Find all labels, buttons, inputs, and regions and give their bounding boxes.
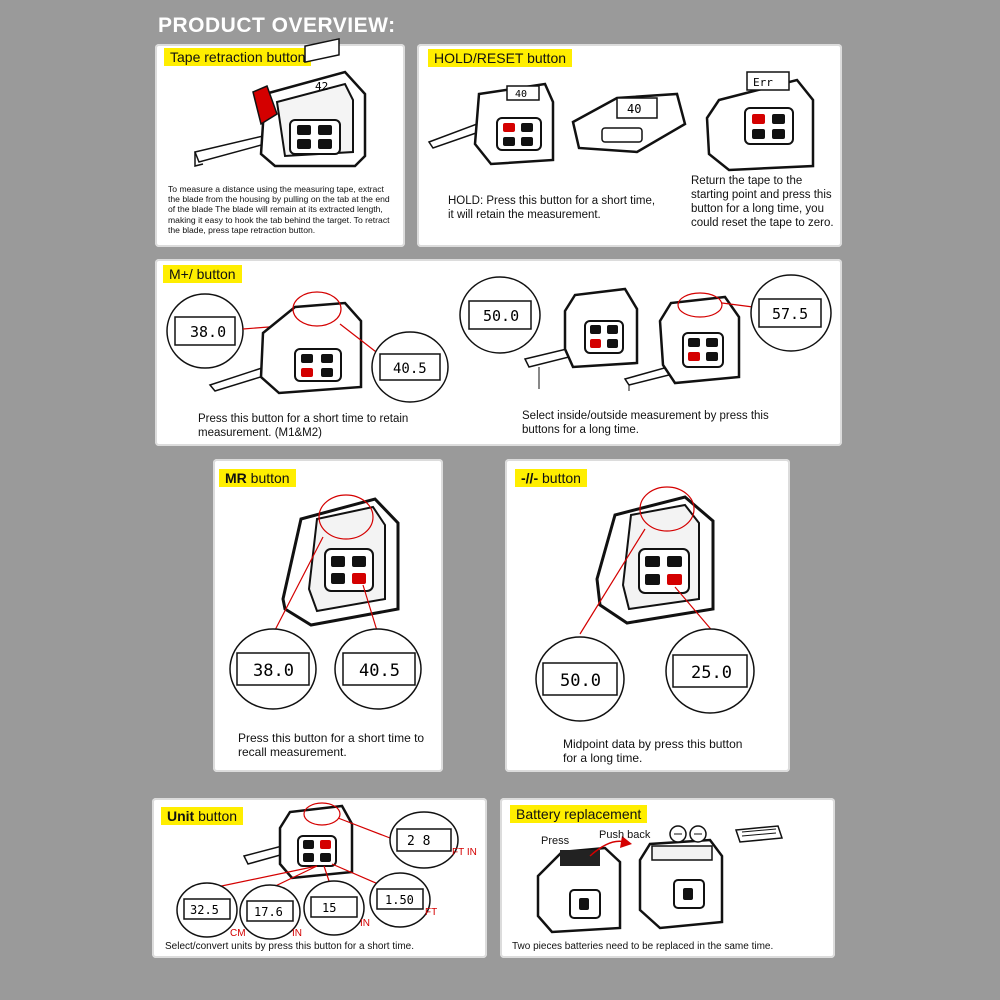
unit-lcd-in2: 15 bbox=[322, 901, 336, 915]
reset-description: Return the tape to the starting point an… bbox=[691, 175, 834, 229]
unit-label-ft: FT bbox=[425, 907, 438, 918]
panel-unit: Unit button 2 8 32.5 17.6 15 1.50 FT IN … bbox=[152, 798, 487, 958]
panel-mplus: M+/ button 38.0 40.5 50.0 bbox=[155, 259, 842, 446]
mplus-lcd-inside: 50.0 bbox=[483, 307, 519, 325]
battery-description: Two pieces batteries need to be replaced… bbox=[512, 941, 774, 952]
unit-label-ftin: FT IN bbox=[452, 847, 477, 858]
mr-description: Press this button for a short time to re… bbox=[238, 731, 425, 759]
unit-label-in: IN bbox=[292, 928, 302, 939]
mplus-lcd-outside: 57.5 bbox=[772, 305, 808, 323]
mr-lcd-left: 38.0 bbox=[253, 661, 294, 681]
mplus-illustration: 38.0 40.5 50.0 bbox=[166, 274, 832, 403]
midpoint-illustration: 50.0 25.0 bbox=[535, 486, 755, 722]
mr-illustration: 38.0 40.5 bbox=[229, 494, 422, 710]
unit-lcd-cm: 32.5 bbox=[190, 903, 219, 917]
unit-description: Select/convert units by press this butto… bbox=[165, 941, 415, 952]
midpoint-description: Midpoint data by press this button for a… bbox=[563, 737, 743, 765]
hold-description: HOLD: Press this button for a short time… bbox=[448, 195, 656, 221]
hold-lcd-3: Err bbox=[753, 76, 773, 89]
tape-measure-illustration: 42 bbox=[193, 37, 367, 168]
panel-midpoint: -//- button 50.0 25.0 Midpoint data by p… bbox=[505, 459, 790, 772]
mplus-lcd-left: 38.0 bbox=[190, 323, 226, 341]
midpoint-lcd-right: 25.0 bbox=[691, 663, 732, 683]
tape-retraction-description: To measure a distance using the measurin… bbox=[168, 184, 390, 235]
tape-retraction-title: Tape retraction button bbox=[164, 48, 312, 66]
mplus-title: M+/ button bbox=[163, 265, 242, 283]
midpoint-symbol-icon: -//- bbox=[521, 470, 539, 486]
unit-label-cm: CM bbox=[230, 928, 246, 939]
unit-lcd-ft: 1.50 bbox=[385, 893, 414, 907]
unit-title: Unit button bbox=[161, 807, 244, 825]
panel-tape-retraction: Tape retraction button 42 To measure a d… bbox=[155, 37, 405, 247]
mr-title: MR button bbox=[219, 469, 296, 487]
battery-illustration bbox=[536, 825, 784, 934]
mr-lcd-right: 40.5 bbox=[359, 661, 400, 681]
unit-illustration: 2 8 32.5 17.6 15 1.50 bbox=[176, 802, 459, 940]
hold-lcd-2: 40 bbox=[627, 102, 641, 116]
unit-lcd-in: 17.6 bbox=[254, 905, 283, 919]
battery-title: Battery replacement bbox=[510, 805, 648, 823]
midpoint-title: -//- button bbox=[515, 469, 587, 487]
battery-label-press: Press bbox=[541, 835, 570, 847]
hold-illustration: 40 40 Err bbox=[427, 71, 815, 172]
mplus-lcd-right: 40.5 bbox=[393, 361, 427, 377]
midpoint-lcd-left: 50.0 bbox=[560, 671, 601, 691]
hold-lcd-1: 40 bbox=[515, 89, 527, 100]
page-heading: PRODUCT OVERVIEW: bbox=[158, 14, 396, 37]
panel-battery: Battery replacement Press Push back Two … bbox=[500, 798, 835, 958]
mplus-long-description: Select inside/outside measurement by pre… bbox=[522, 410, 769, 436]
unit-lcd-top: 2 8 bbox=[407, 834, 430, 849]
hold-reset-title: HOLD/RESET button bbox=[428, 49, 573, 67]
panel-mr: MR button 38.0 40.5 Press this button fo… bbox=[213, 459, 443, 772]
unit-label-in2: IN bbox=[360, 918, 370, 929]
panel-hold-reset: HOLD/RESET button 40 40 Err HOLD: Press … bbox=[417, 44, 842, 247]
mplus-short-description: Press this button for a short time to re… bbox=[198, 413, 409, 439]
tape-lcd-value: 42 bbox=[315, 80, 328, 93]
battery-label-push-back: Push back bbox=[599, 829, 651, 841]
